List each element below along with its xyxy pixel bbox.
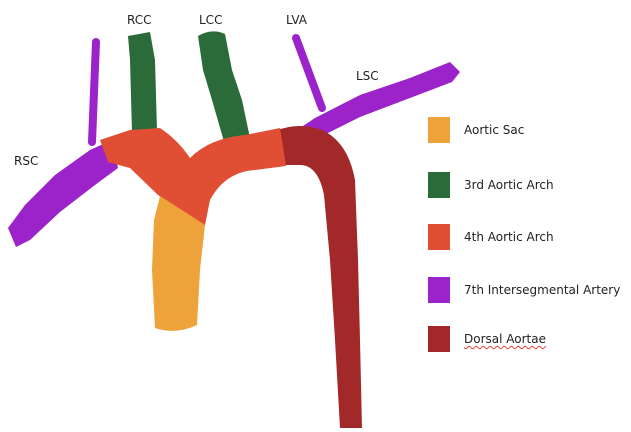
label-rcc: RCC	[127, 13, 152, 27]
legend-item-dorsal-aortae: Dorsal Aortae	[428, 326, 546, 352]
legend-item-third-arch: 3rd Aortic Arch	[428, 172, 554, 198]
left-vertebral-artery	[296, 38, 322, 108]
legend-label: 3rd Aortic Arch	[464, 178, 554, 192]
dorsal-aorta	[278, 126, 362, 428]
legend-label: 4th Aortic Arch	[464, 230, 554, 244]
legend-swatch	[428, 277, 450, 303]
third-arch-rcc	[128, 32, 157, 132]
third-arch-lcc	[198, 31, 250, 145]
label-lsc: LSC	[356, 69, 379, 83]
legend-label: 7th Intersegmental Artery	[464, 283, 620, 297]
legend-item-fourth-arch: 4th Aortic Arch	[428, 224, 554, 250]
legend-swatch	[428, 172, 450, 198]
fourth-aortic-arch	[100, 128, 286, 225]
legend-swatch	[428, 224, 450, 250]
legend-label: Dorsal Aortae	[464, 332, 546, 346]
right-subclavian-branch	[92, 42, 96, 142]
legend-item-aortic-sac: Aortic Sac	[428, 117, 524, 143]
legend-swatch	[428, 326, 450, 352]
legend-swatch	[428, 117, 450, 143]
legend-label: Aortic Sac	[464, 123, 524, 137]
label-rsc: RSC	[14, 154, 38, 168]
legend-item-seventh-intersegmental: 7th Intersegmental Artery	[428, 277, 620, 303]
label-lcc: LCC	[199, 13, 222, 27]
label-lva: LVA	[286, 13, 308, 27]
